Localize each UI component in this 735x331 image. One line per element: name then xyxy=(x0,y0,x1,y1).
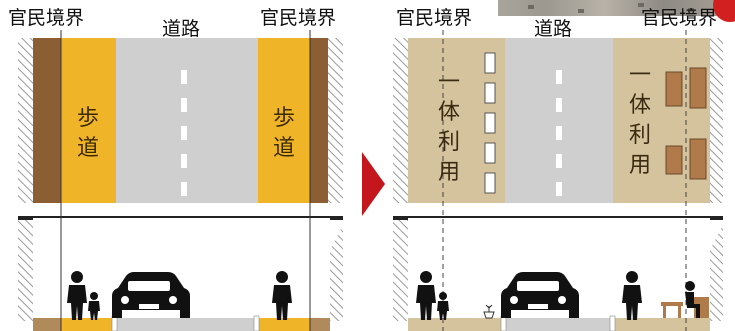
right-wall-hatch xyxy=(328,38,343,203)
sidewalk-right xyxy=(258,38,310,203)
road-right xyxy=(505,38,613,203)
sidewalk-left-label: 歩道 xyxy=(76,106,99,161)
pedestrian-adult-icon xyxy=(272,271,292,320)
arrow-right-icon xyxy=(362,152,385,216)
road-label-right: 道路 xyxy=(534,18,573,40)
private-land-right xyxy=(310,38,328,203)
integrated-use-right-label: 一体利用 xyxy=(628,63,651,178)
boundary-label-left-2: 官民境界 xyxy=(260,7,337,29)
planter-icon xyxy=(483,304,495,319)
lane-markings-right xyxy=(556,70,562,196)
pedestrian-child-icon xyxy=(88,292,100,320)
boundary-label-right-2: 官民境界 xyxy=(641,7,718,29)
pedestrian-child-icon xyxy=(437,292,449,320)
background-photo-corner xyxy=(498,0,735,22)
pedestrian-adult-icon xyxy=(67,271,87,320)
car-icon xyxy=(501,272,579,318)
pedestrian-adult-icon xyxy=(622,271,642,320)
boundary-label-right-1: 官民境界 xyxy=(396,7,473,29)
left-plan-view xyxy=(18,38,343,203)
road-left xyxy=(116,38,258,203)
red-marker-icon xyxy=(713,0,735,22)
road-label-left: 道路 xyxy=(162,18,201,40)
integrated-use-left-label: 一体利用 xyxy=(437,70,460,185)
bench-set-icon xyxy=(665,67,707,180)
lane-markings-left xyxy=(181,70,187,196)
seated-person-icon xyxy=(685,281,700,318)
sidewalk-left xyxy=(61,38,116,203)
right-plan-view xyxy=(393,38,723,203)
sidewalk-right-label: 歩道 xyxy=(272,106,295,161)
pedestrian-adult-icon xyxy=(416,271,436,320)
boundary-label-left-1: 官民境界 xyxy=(8,7,85,29)
car-icon xyxy=(112,272,190,318)
private-land-left xyxy=(33,38,61,203)
left-wall-hatch xyxy=(18,38,33,203)
planters-row xyxy=(484,52,496,194)
